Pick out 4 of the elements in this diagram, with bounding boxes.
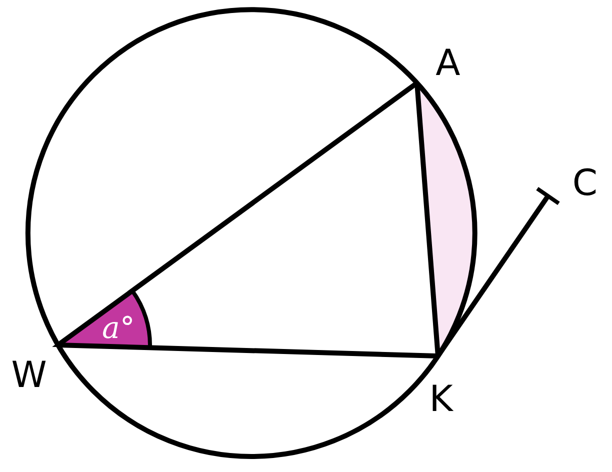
point-label: A xyxy=(430,44,466,84)
point-label: K xyxy=(424,380,458,420)
point-label: W xyxy=(6,356,52,396)
point-label: C xyxy=(568,164,602,204)
